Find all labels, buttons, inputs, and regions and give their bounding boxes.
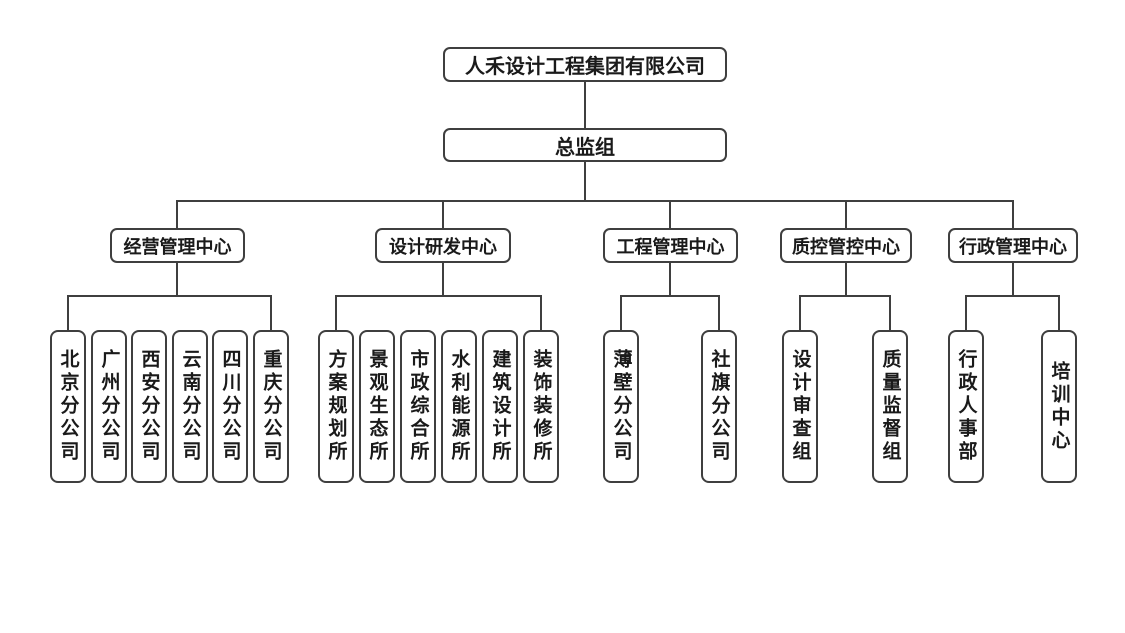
leaf-node-scheme-planning-institute: 方案规划所 [318, 330, 354, 483]
connector-line [889, 295, 891, 330]
leaf-node-training-center: 培训中心 [1041, 330, 1077, 483]
leaf-node-guangzhou-branch: 广州分公司 [91, 330, 127, 483]
connector-line [540, 295, 542, 330]
leaf-node-decoration-institute: 装饰装修所 [523, 330, 559, 483]
chief-supervisor-node: 总监组 [443, 128, 727, 162]
leaf-node-yunnan-branch: 云南分公司 [172, 330, 208, 483]
leaf-node-water-energy-institute: 水利能源所 [441, 330, 477, 483]
center-node-design-rnd: 设计研发中心 [375, 228, 511, 263]
connector-line [845, 263, 847, 295]
connector-line [584, 82, 586, 128]
leaf-node-bobi-branch: 薄壁分公司 [603, 330, 639, 483]
connector-line [176, 263, 178, 295]
leaf-node-quality-supervision-group: 质量监督组 [872, 330, 908, 483]
connector-line [620, 295, 622, 330]
center-node-quality-control: 质控管控中心 [780, 228, 912, 263]
connector-line [718, 295, 720, 330]
connector-line [335, 295, 542, 297]
org-root-node: 人禾设计工程集团有限公司 [443, 47, 727, 82]
leaf-node-hr-admin-department: 行政人事部 [948, 330, 984, 483]
leaf-node-chongqing-branch: 重庆分公司 [253, 330, 289, 483]
connector-line [176, 200, 1014, 202]
connector-line [1012, 263, 1014, 295]
connector-line [799, 295, 891, 297]
leaf-node-design-review-group: 设计审查组 [782, 330, 818, 483]
connector-line [270, 295, 272, 330]
leaf-node-sheqi-branch: 社旗分公司 [701, 330, 737, 483]
connector-line [669, 200, 671, 228]
connector-line [1058, 295, 1060, 330]
leaf-node-xian-branch: 西安分公司 [131, 330, 167, 483]
leaf-node-architecture-design-institute: 建筑设计所 [482, 330, 518, 483]
connector-line [799, 295, 801, 330]
connector-line [176, 200, 178, 228]
center-node-business-management: 经营管理中心 [110, 228, 245, 263]
connector-line [965, 295, 1060, 297]
leaf-node-landscape-ecology-institute: 景观生态所 [359, 330, 395, 483]
connector-line [442, 200, 444, 228]
center-node-administration: 行政管理中心 [948, 228, 1078, 263]
connector-line [620, 295, 720, 297]
connector-line [67, 295, 69, 330]
leaf-node-sichuan-branch: 四川分公司 [212, 330, 248, 483]
leaf-node-beijing-branch: 北京分公司 [50, 330, 86, 483]
connector-line [1012, 200, 1014, 228]
connector-line [335, 295, 337, 330]
connector-line [442, 263, 444, 295]
center-node-engineering-management: 工程管理中心 [603, 228, 738, 263]
connector-line [67, 295, 272, 297]
leaf-node-municipal-comprehensive-institute: 市政综合所 [400, 330, 436, 483]
connector-line [965, 295, 967, 330]
connector-line [669, 263, 671, 295]
connector-line [845, 200, 847, 228]
connector-line [584, 162, 586, 200]
